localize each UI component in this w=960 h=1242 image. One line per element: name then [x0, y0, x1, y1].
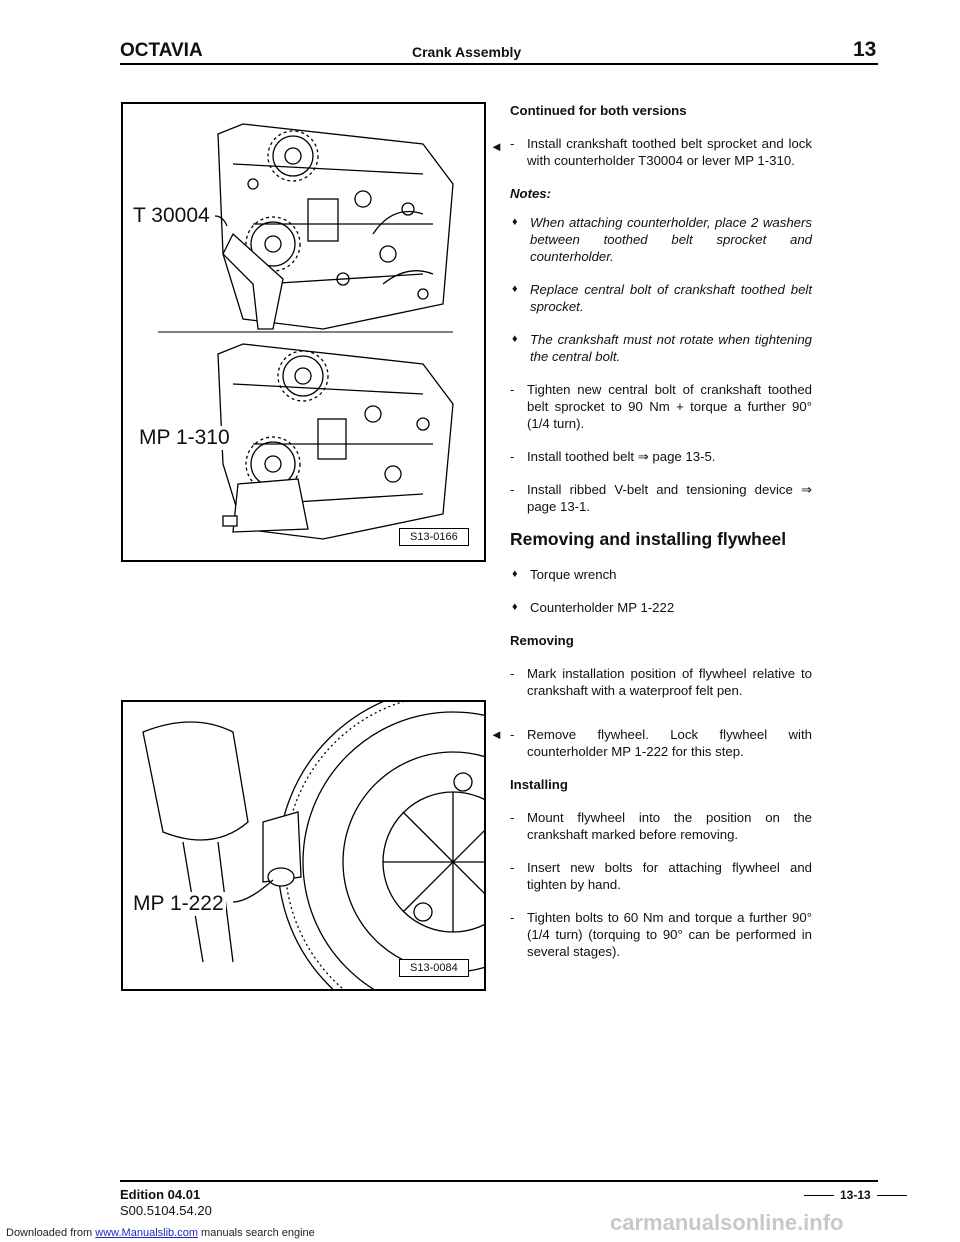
header-rule [120, 63, 878, 65]
figure-pointer-icon: ◄ [490, 727, 503, 742]
step-install-sprocket: -Install crankshaft toothed belt sprocke… [510, 136, 812, 168]
note-item: ♦Replace central bolt of crankshaft toot… [512, 282, 812, 314]
figure-pointer-icon: ◄ [490, 139, 503, 154]
removing-heading: Removing [510, 633, 574, 648]
document-brand: OCTAVIA [120, 40, 203, 61]
step-tighten-central-bolt: -Tighten new central bolt of crankshaft … [510, 382, 812, 431]
watermark: carmanualsonline.info [610, 1210, 844, 1235]
download-notice: Downloaded from www.Manualslib.com manua… [6, 1227, 315, 1239]
notes-label: Notes: [510, 186, 552, 201]
installing-heading: Installing [510, 777, 568, 792]
section-heading-flywheel: Removing and installing flywheel [510, 529, 787, 549]
step-install-vbelt: -Install ribbed V-belt and tensioning de… [510, 482, 812, 514]
document-code: S00.5104.54.20 [120, 1203, 212, 1218]
bullet-diamond-icon: ♦ [512, 216, 518, 228]
bullet-diamond-icon: ♦ [512, 601, 518, 613]
section-title: Crank Assembly [412, 44, 522, 60]
edition-label: Edition 04.01 [120, 1187, 201, 1202]
step-insert-bolts: -Insert new bolts for attaching flywheel… [510, 860, 812, 892]
figure-flywheel-counterholder: MP 1-222 S13-0084 [121, 686, 629, 1038]
figure-crankshaft-sprocket: T 30004 MP 1-310 S13-0166 [121, 102, 486, 562]
engine-illustration [158, 123, 454, 540]
step-tighten-bolts: -Tighten bolts to 60 Nm and torque a fur… [510, 910, 812, 959]
manualslib-link[interactable]: www.Manualslib.com [95, 1227, 198, 1239]
figure-code: S13-0084 [399, 959, 469, 977]
chapter-number: 13 [853, 38, 877, 61]
flywheel-illustration [142, 686, 629, 1038]
tool-label-t30004: T 30004 [131, 204, 212, 228]
instructions-column-lower: -Remove flywheel. Lock flywheel with cou… [510, 726, 812, 976]
step-remove-flywheel: -Remove flywheel. Lock flywheel with cou… [510, 727, 812, 759]
instructions-column-upper: Continued for both versions -Install cra… [510, 102, 812, 715]
continued-heading: Continued for both versions [510, 103, 687, 118]
note-item: ♦The crankshaft must not rotate when tig… [512, 332, 812, 364]
figure-code: S13-0166 [399, 528, 469, 546]
tool-label-mp1-222: MP 1-222 [131, 892, 226, 916]
step-mark-position: -Mark installation position of flywheel … [510, 666, 812, 698]
step-mount-flywheel: -Mount flywheel into the position on the… [510, 810, 812, 842]
note-item: ♦When attaching counterholder, place 2 w… [512, 215, 812, 264]
tool-item: ♦Counterholder MP 1-222 [512, 600, 675, 615]
step-install-belt: -Install toothed belt ⇒ page 13-5. [510, 449, 716, 464]
bullet-diamond-icon: ♦ [512, 568, 518, 580]
tool-label-mp1-310: MP 1-310 [137, 426, 232, 450]
tool-item: ♦Torque wrench [512, 567, 617, 582]
footer-rule [120, 1180, 878, 1182]
bullet-diamond-icon: ♦ [512, 333, 518, 345]
page-number: 13-13 [798, 1188, 913, 1202]
bullet-diamond-icon: ♦ [512, 283, 518, 295]
